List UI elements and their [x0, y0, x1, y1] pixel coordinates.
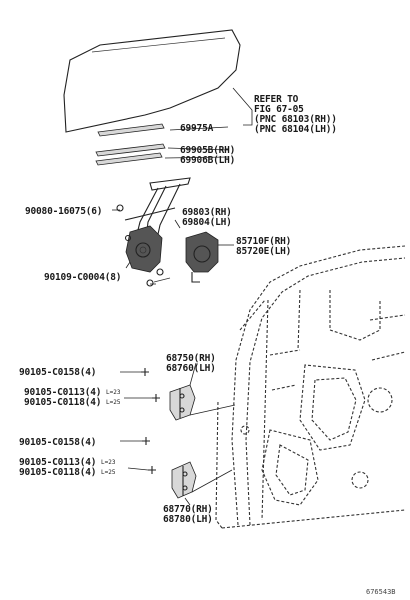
label-69803: 69803(RH): [182, 207, 232, 218]
label-90105-c0118-upper-note: L=25: [106, 399, 121, 406]
label-69804: 69804(LH): [182, 217, 232, 228]
label-69975a: 69975A: [180, 123, 214, 134]
door-frame: [215, 245, 406, 529]
label-68770: 68770(RH): [163, 504, 213, 515]
label-85720e: 85720E(LH): [236, 246, 291, 257]
label-refer-line2: FIG 67-05: [254, 104, 304, 115]
label-90105-c0158-upper: 90105-C0158(4): [19, 367, 96, 378]
label-90105-c0118-lower-note: L=25: [101, 469, 116, 476]
regulator-motor: [146, 231, 219, 287]
label-90105-c0113-lower: 90105-C0113(4): [19, 457, 96, 468]
label-69905b: 69905B(RH): [180, 145, 235, 156]
label-90105-c0118-lower: 90105-C0118(4): [19, 467, 96, 478]
upper-hinge: [141, 368, 196, 421]
part-labels: REFER TO FIG 67-05 (PNC 68103(RH)) (PNC …: [19, 94, 396, 596]
label-90105-c0113-upper-note: L=23: [106, 389, 121, 396]
label-90105-c0113-upper: 90105-C0113(4): [24, 387, 101, 398]
label-refer-line1: REFER TO: [254, 94, 299, 105]
label-68750: 68750(RH): [166, 353, 216, 364]
label-68780: 68780(LH): [163, 514, 213, 525]
lower-hinge: [142, 437, 197, 499]
label-90105-c0118-upper: 90105-C0118(4): [24, 397, 101, 408]
label-90109-c0004: 90109-C0004(8): [44, 272, 121, 283]
label-refer-line3: (PNC 68103(RH)): [254, 114, 337, 125]
window-regulator: [116, 177, 191, 276]
label-69906b: 69906B(LH): [180, 155, 235, 166]
weatherstrip-69905b: [95, 143, 166, 166]
leader-lines: [112, 87, 253, 506]
belt-moulding-69975a: [97, 123, 165, 137]
diagram-code: 676543B: [366, 588, 396, 596]
label-90105-c0158-lower: 90105-C0158(4): [19, 437, 96, 448]
label-68760: 68760(LH): [166, 363, 216, 374]
label-refer-line4: (PNC 68104(LH)): [254, 124, 337, 135]
label-90080-16075: 90080-16075(6): [25, 206, 102, 217]
label-90105-c0113-lower-note: L=23: [101, 459, 116, 466]
door-glass: [63, 29, 241, 133]
label-85710f: 85710F(RH): [236, 236, 291, 247]
